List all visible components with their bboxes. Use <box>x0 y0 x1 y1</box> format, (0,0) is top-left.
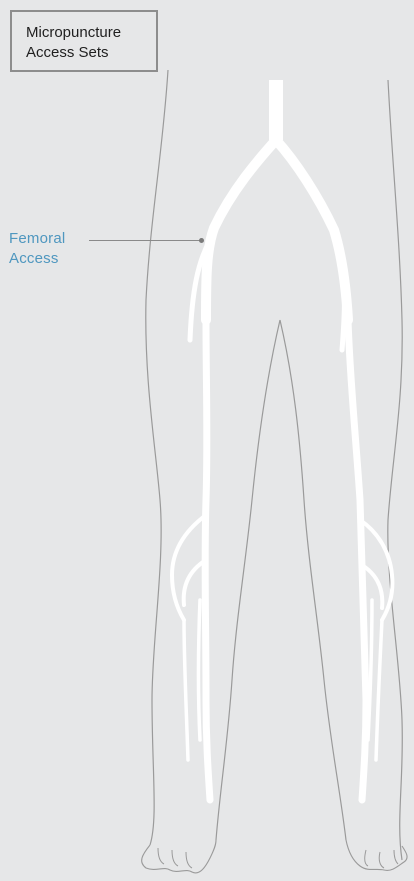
title-line-2: Access Sets <box>26 43 142 63</box>
right-foot-contour <box>346 840 407 870</box>
femoral-access-label: Femoral Access <box>9 229 65 269</box>
right-tibial-arteries <box>368 600 382 760</box>
title-box: Micropuncture Access Sets <box>10 10 158 72</box>
right-leg-inner-contour <box>280 320 346 840</box>
right-iliac-artery <box>276 140 348 320</box>
right-femoral-artery <box>348 320 366 800</box>
left-iliac-artery <box>206 140 276 320</box>
left-foot-contour <box>142 840 216 873</box>
left-foot-toes <box>158 848 192 868</box>
right-foot-toes <box>365 850 398 868</box>
right-leg-outer-contour <box>388 80 403 860</box>
left-tibial-arteries <box>184 600 200 760</box>
title-line-1: Micropuncture <box>26 23 142 43</box>
callout-line-1: Femoral <box>9 229 65 249</box>
left-leg-outer-contour <box>146 70 168 845</box>
left-leg-inner-contour <box>216 320 280 840</box>
access-site-dot <box>199 238 204 243</box>
callout-line-2: Access <box>9 249 65 269</box>
callout-leader-line <box>89 240 201 241</box>
